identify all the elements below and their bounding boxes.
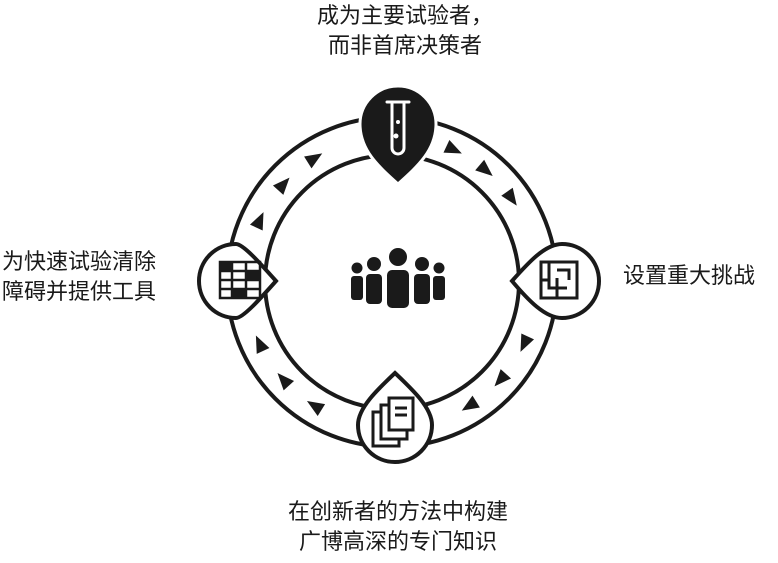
test-tube-icon bbox=[385, 100, 411, 156]
flow-arrow bbox=[277, 373, 295, 391]
node-bottom bbox=[355, 370, 435, 464]
label-bottom: 在创新者的方法中构建 广博高深的专门知识 bbox=[258, 498, 538, 558]
node-right bbox=[509, 241, 601, 321]
label-left-line-2: 障碍并提供工具 bbox=[2, 280, 157, 305]
label-top-line-1: 成为主要试验者， bbox=[316, 4, 493, 29]
flow-arrow bbox=[249, 212, 264, 231]
label-left: 为快速试验清除 障碍并提供工具 bbox=[2, 248, 192, 308]
label-left-line-1: 为快速试验清除 bbox=[2, 250, 157, 275]
flow-arrow bbox=[443, 139, 462, 154]
label-right: 设置重大挑战 bbox=[623, 262, 778, 292]
flow-arrow bbox=[494, 369, 512, 387]
flow-arrow bbox=[306, 401, 326, 416]
node-left bbox=[197, 241, 279, 321]
label-right-line-1: 设置重大挑战 bbox=[623, 264, 756, 289]
label-top: 成为主要试验者， 而非首席决策者 bbox=[300, 2, 510, 62]
maze-icon bbox=[539, 260, 579, 300]
flow-arrow bbox=[272, 177, 290, 195]
documents-icon bbox=[371, 396, 415, 448]
node-top bbox=[358, 84, 438, 187]
toolbox-grid-icon bbox=[218, 260, 262, 300]
flow-arrow bbox=[255, 335, 270, 354]
flow-arrow bbox=[304, 153, 323, 169]
team-people-icon bbox=[351, 248, 445, 308]
flow-arrow bbox=[461, 395, 480, 411]
flow-arrow bbox=[501, 187, 517, 206]
flow-arrow bbox=[475, 159, 493, 176]
label-bottom-line-1: 在创新者的方法中构建 bbox=[287, 500, 508, 525]
label-bottom-line-2: 广博高深的专门知识 bbox=[298, 530, 497, 555]
flow-arrows bbox=[249, 139, 535, 416]
flow-arrow bbox=[520, 333, 535, 352]
label-top-line-2: 而非首席决策者 bbox=[327, 34, 482, 59]
